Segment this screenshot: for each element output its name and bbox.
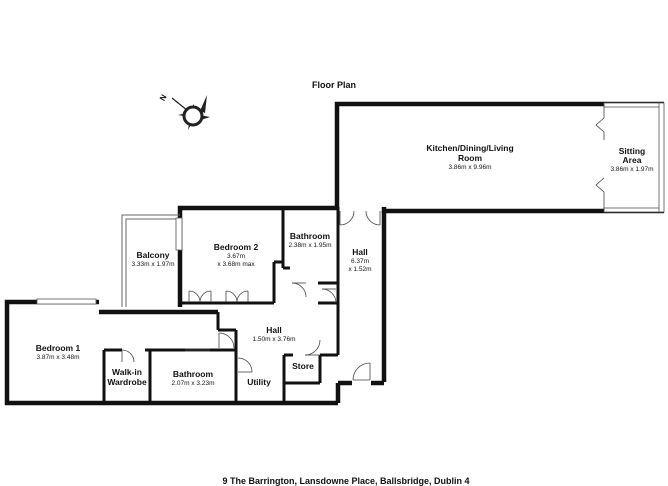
svg-text:Walk-in: Walk-in bbox=[112, 367, 142, 377]
svg-text:Bathroom: Bathroom bbox=[173, 369, 214, 379]
svg-text:Wardrobe: Wardrobe bbox=[107, 377, 147, 387]
svg-text:6.37m: 6.37m bbox=[351, 258, 369, 265]
svg-text:Bedroom 1: Bedroom 1 bbox=[36, 343, 81, 353]
room-walkin-label: Walk-in Wardrobe bbox=[107, 367, 147, 387]
room-bedroom1-label: Bedroom 1 3.87m x 3.48m bbox=[36, 343, 81, 361]
room-bathroom-top-label: Bathroom 2.38m x 1.95m bbox=[289, 231, 332, 249]
compass-icon: N bbox=[158, 93, 210, 130]
room-sitting-label: Sitting Area 3.86m x 1.97m bbox=[611, 146, 654, 173]
svg-text:3.86m x 9.96m: 3.86m x 9.96m bbox=[449, 164, 492, 171]
room-utility-label: Utility bbox=[247, 377, 271, 387]
svg-text:Area: Area bbox=[623, 155, 642, 165]
svg-text:Sitting: Sitting bbox=[619, 146, 645, 156]
svg-text:x 3.68m max: x 3.68m max bbox=[217, 261, 255, 268]
room-hall-right-label: Hall 6.37m x 1.52m bbox=[348, 247, 371, 273]
svg-text:Bathroom: Bathroom bbox=[290, 231, 331, 241]
door-swings bbox=[121, 210, 381, 381]
svg-text:Kitchen/Dining/Living: Kitchen/Dining/Living bbox=[426, 143, 513, 153]
svg-text:x 1.52m: x 1.52m bbox=[348, 266, 371, 273]
interior-walls bbox=[102, 207, 340, 403]
svg-text:Hall: Hall bbox=[266, 325, 282, 335]
folding-doors bbox=[595, 104, 605, 211]
room-store-label: Store bbox=[292, 361, 314, 371]
room-bathroom-bottom-label: Bathroom 2.07m x 3.23m bbox=[172, 369, 215, 387]
svg-text:3.67m: 3.67m bbox=[227, 253, 245, 260]
room-balcony-label: Balcony 3.33m x 1.97m bbox=[132, 250, 175, 268]
svg-text:Balcony: Balcony bbox=[136, 250, 169, 260]
svg-text:Hall: Hall bbox=[352, 247, 368, 257]
svg-text:2.38m x 1.95m: 2.38m x 1.95m bbox=[289, 242, 332, 249]
balcony-outline bbox=[121, 214, 180, 307]
outer-walls bbox=[4, 101, 664, 406]
svg-text:1.50m x 3.76m: 1.50m x 3.76m bbox=[253, 336, 296, 343]
svg-text:Bedroom 2: Bedroom 2 bbox=[214, 242, 259, 252]
windows bbox=[36, 102, 665, 305]
svg-text:3.33m x 1.97m: 3.33m x 1.97m bbox=[132, 261, 175, 268]
room-kitchen-label: Kitchen/Dining/Living Room 3.86m x 9.96m bbox=[426, 143, 513, 171]
svg-text:3.87m x 3.48m: 3.87m x 3.48m bbox=[37, 354, 80, 361]
plan-title: Floor Plan bbox=[312, 80, 356, 90]
address-caption: 9 The Barrington, Lansdowne Place, Balls… bbox=[222, 476, 469, 486]
room-hall-mid-label: Hall 1.50m x 3.76m bbox=[253, 325, 296, 343]
compass-north-label: N bbox=[158, 93, 169, 103]
svg-text:2.07m x 3.23m: 2.07m x 3.23m bbox=[172, 380, 215, 387]
svg-text:3.86m x 1.97m: 3.86m x 1.97m bbox=[611, 166, 654, 173]
svg-text:Room: Room bbox=[458, 153, 483, 163]
room-bedroom2-label: Bedroom 2 3.67m x 3.68m max bbox=[214, 242, 259, 268]
